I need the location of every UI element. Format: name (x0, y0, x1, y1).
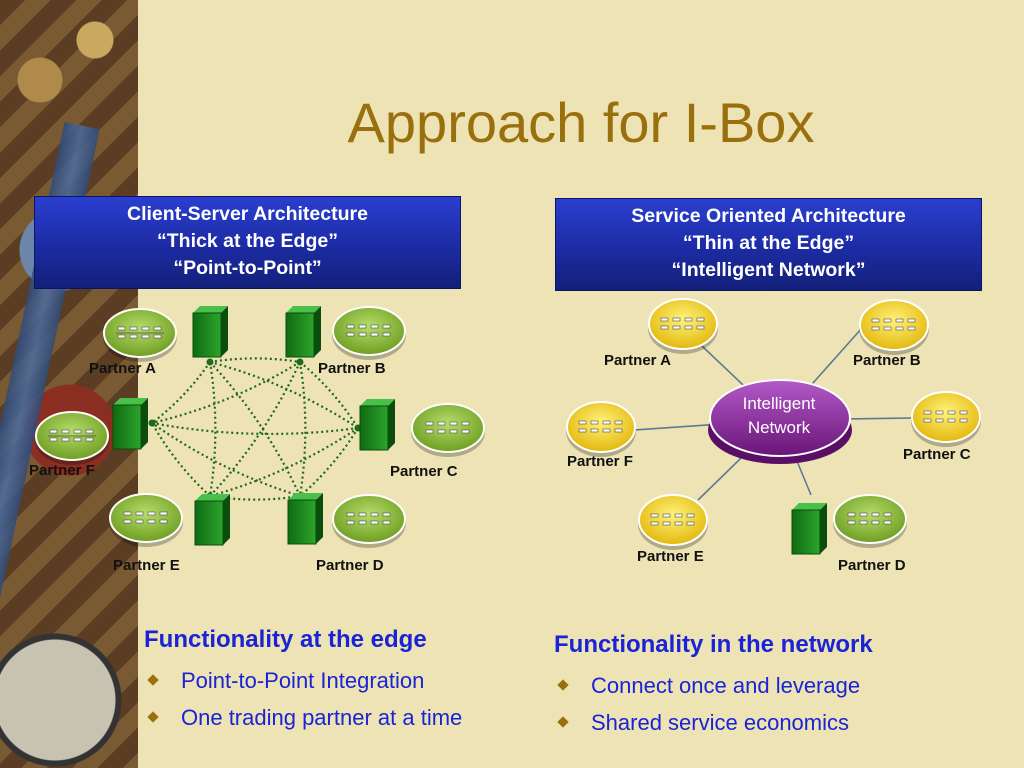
p2p-link (151, 361, 211, 424)
p2p-link (209, 361, 301, 497)
left-partner-e-label: Partner E (113, 557, 180, 574)
partner-e-node (109, 493, 183, 547)
left-partner-b-label: Partner B (318, 360, 386, 377)
diamond-bullet-icon (557, 679, 569, 691)
soa-partner-a-node (648, 298, 718, 354)
p2p-link (299, 427, 359, 497)
client-server-header: Client-Server Architecture “Thick at the… (34, 196, 461, 289)
intelligent-network-hub (708, 379, 852, 464)
soa-partner-f-node (566, 401, 636, 457)
header-line: “Thin at the Edge” (682, 232, 855, 254)
soa-partner-d-server (791, 503, 827, 555)
header-line: Client-Server Architecture (127, 203, 368, 225)
list-item: Shared service economics (554, 704, 860, 741)
partner-d-server (287, 493, 323, 545)
bullet-text: Shared service economics (591, 710, 850, 735)
soa-partner-d-node (833, 494, 907, 548)
bullet-text: Point-to-Point Integration (181, 668, 425, 693)
header-line: Service Oriented Architecture (631, 205, 906, 227)
left-partner-c-label: Partner C (390, 463, 458, 480)
header-line: “Intelligent Network” (671, 259, 866, 281)
intelligent-network-label: Intelligent Network (712, 392, 846, 440)
p2p-link (209, 361, 301, 497)
soa-partner-c-node (911, 391, 981, 447)
p2p-link (151, 361, 301, 425)
left-partner-f-label: Partner F (29, 462, 95, 479)
p2p-link (209, 427, 359, 498)
partner-e-server (194, 494, 230, 546)
p2p-link (209, 357, 301, 364)
network-label-line: Network (747, 418, 811, 437)
p2p-link (298, 361, 307, 497)
diagram-nodes (35, 298, 981, 555)
left-bullet-list: Point-to-Point Integration One trading p… (144, 662, 462, 736)
partner-a-node (103, 308, 177, 362)
point-to-point-links (148, 357, 362, 501)
header-line: “Point-to-Point” (173, 257, 322, 279)
slide-title: Approach for I-Box (347, 91, 815, 154)
link-endpoint (206, 358, 214, 366)
right-column-heading: Functionality in the network (554, 631, 873, 658)
p2p-link (151, 422, 211, 497)
header-line: “Thick at the Edge” (157, 230, 338, 252)
partner-c-server (359, 399, 395, 451)
right-partner-a-label: Partner A (604, 352, 671, 369)
p2p-link (208, 361, 217, 497)
list-item: Connect once and leverage (554, 667, 860, 704)
partner-a-server (192, 306, 228, 358)
bullet-text: One trading partner at a time (181, 705, 463, 730)
soa-header: Service Oriented Architecture “Thin at t… (555, 198, 982, 291)
p2p-link (151, 422, 301, 498)
partner-c-node (411, 403, 485, 457)
right-partner-d-label: Partner D (838, 557, 906, 574)
soa-partner-b-node (859, 299, 929, 355)
p2p-link (151, 421, 359, 436)
list-item: Point-to-Point Integration (144, 662, 462, 699)
partner-f-node (35, 411, 109, 465)
right-partner-f-label: Partner F (567, 453, 633, 470)
soa-partner-e-node (638, 494, 708, 550)
partner-f-server (112, 398, 148, 450)
right-partner-e-label: Partner E (637, 548, 704, 565)
diamond-bullet-icon (557, 716, 569, 728)
right-partner-b-label: Partner B (853, 352, 921, 369)
left-partner-d-label: Partner D (316, 557, 384, 574)
partner-b-server (285, 306, 321, 358)
right-partner-c-label: Partner C (903, 446, 971, 463)
link-endpoint (296, 358, 304, 366)
left-column-heading: Functionality at the edge (144, 626, 427, 653)
diamond-bullet-icon (147, 674, 159, 686)
list-item: One trading partner at a time (144, 699, 462, 736)
decorative-side-image (0, 0, 138, 768)
partner-b-node (332, 306, 406, 360)
right-bullet-list: Connect once and leverage Shared service… (554, 667, 860, 741)
bullet-text: Connect once and leverage (591, 673, 861, 698)
diamond-bullet-icon (147, 711, 159, 723)
link-endpoint (148, 419, 156, 427)
partner-d-node (332, 494, 406, 548)
left-partner-a-label: Partner A (89, 360, 156, 377)
network-label-line: Intelligent (742, 394, 816, 413)
